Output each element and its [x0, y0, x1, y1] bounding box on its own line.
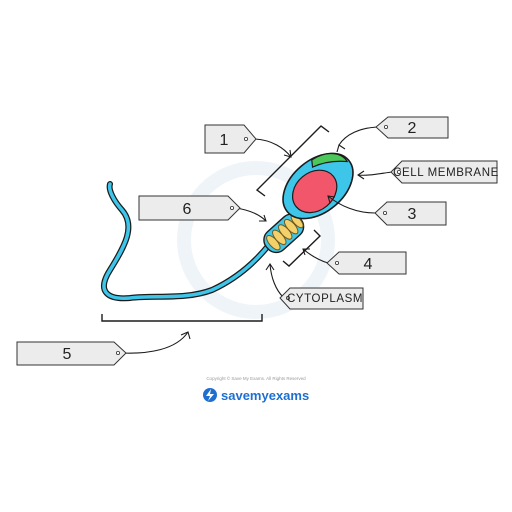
label-tag-5: 5 — [16, 341, 127, 366]
arrowhead-3 — [327, 195, 336, 204]
watermark-circle — [177, 161, 335, 319]
label-2-text: 2 — [408, 120, 417, 137]
arrowhead-4 — [302, 248, 310, 256]
arrowhead-5 — [180, 331, 191, 340]
label-tag-cytoplasm: CYTOPLASM — [279, 287, 364, 310]
arrowhead-2 — [336, 144, 346, 153]
leader-line-5 — [121, 331, 189, 354]
brand-text: savemyexams — [221, 388, 309, 403]
arrowhead-cytoplasm — [265, 263, 275, 271]
label-tag-1: 1 — [204, 124, 257, 154]
nucleus — [292, 169, 338, 214]
label-4-text: 4 — [364, 256, 373, 273]
brand-logo: savemyexams — [203, 388, 309, 403]
label-1-text: 1 — [220, 132, 229, 149]
leader-line-3 — [327, 195, 376, 214]
leader-line-6 — [235, 207, 267, 222]
label-tag-4: 4 — [326, 251, 407, 275]
label-tag-2: 2 — [375, 116, 449, 139]
arrowhead-1 — [283, 149, 292, 158]
label-cytoplasm-text: CYTOPLASM — [287, 293, 363, 305]
label-6-text: 6 — [183, 201, 192, 218]
leader-line-1 — [254, 138, 292, 158]
label-tag-3: 3 — [374, 201, 447, 226]
bracket-head — [255, 125, 330, 197]
label-cell-membrane-text: CELL MEMBRANE — [393, 167, 499, 179]
label-tag-cell-membrane: CELL MEMBRANE — [390, 160, 499, 184]
acrosome — [311, 153, 349, 168]
arrowhead-6 — [259, 214, 267, 222]
leader-line-cytoplasm — [269, 263, 284, 298]
bracket-tail — [101, 314, 263, 322]
label-tag-6: 6 — [138, 195, 241, 221]
head — [282, 152, 354, 220]
arrowhead-cell-membrane — [357, 170, 365, 180]
tail-fill — [102, 182, 270, 301]
label-3-text: 3 — [408, 206, 417, 223]
leader-line-4 — [302, 248, 329, 264]
bracket-midpiece — [282, 229, 321, 267]
midpiece — [263, 213, 305, 254]
leader-line-2 — [338, 126, 378, 146]
copyright-text: Copyright © Save My Exams. All Rights Re… — [206, 375, 306, 381]
label-5-text: 5 — [63, 346, 72, 363]
leader-line-cell-membrane — [357, 171, 393, 176]
